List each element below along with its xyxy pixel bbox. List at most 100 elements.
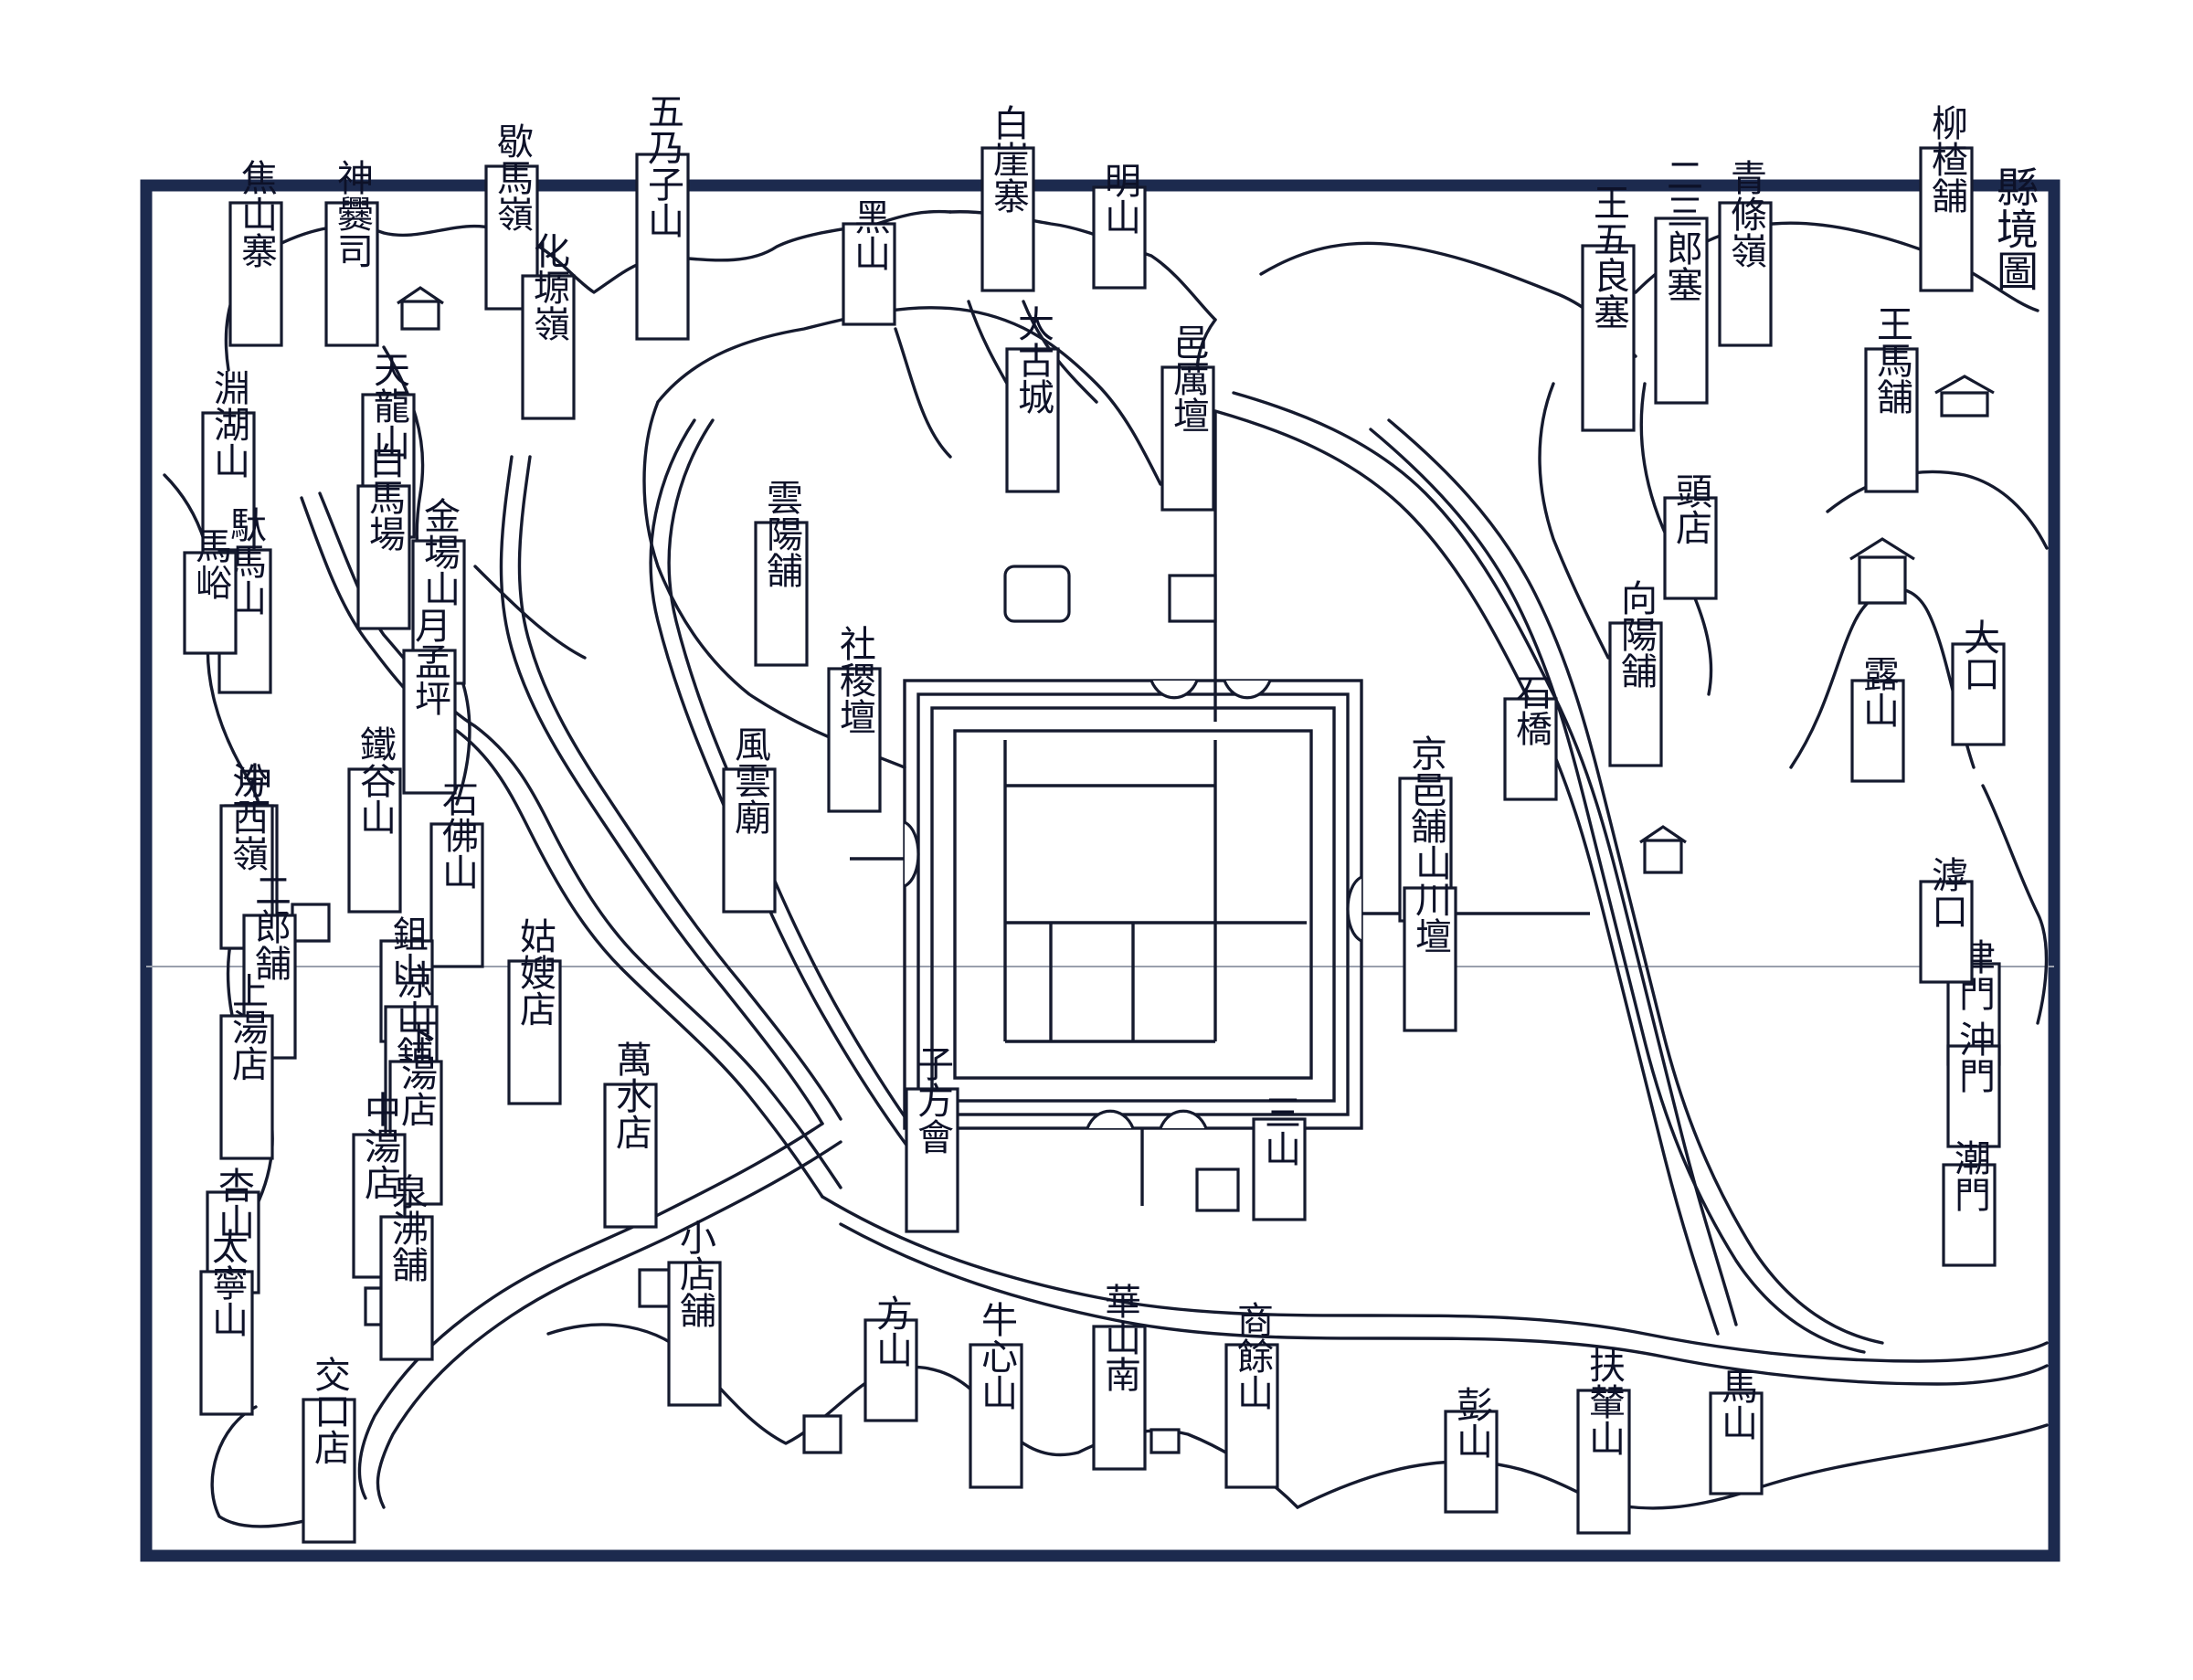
label-text: 化塬嶺 xyxy=(527,232,569,342)
label-box xyxy=(1951,642,2006,746)
label-box xyxy=(722,767,777,914)
label-box xyxy=(1709,1391,1764,1495)
label-text: 淵湖山 xyxy=(207,369,249,479)
label-text: 五乃子山 xyxy=(641,92,683,238)
label-text: 京邑舗 xyxy=(1404,734,1447,844)
label-wunaizi-shan: 五乃子山 xyxy=(635,92,690,341)
label-zhongtang-dian: 中湯店 xyxy=(352,1091,407,1279)
label-text: 鉏山 xyxy=(386,915,428,988)
label-box xyxy=(1942,1163,1997,1267)
label-box xyxy=(863,1318,918,1422)
label-shenmaogou: 神爨司 xyxy=(324,159,379,347)
label-box xyxy=(1850,679,1905,783)
label-taiyu-shan: 太寧山 xyxy=(199,1228,254,1416)
label-xiangyang-pu: 向陽舗 xyxy=(1608,579,1663,767)
label-fengfu-miao: 風雲廟 xyxy=(722,725,777,914)
label-box xyxy=(1092,1325,1147,1471)
label-fuqian-shan: 扶輦山 xyxy=(1576,1347,1631,1535)
label-text: 二三郎塞 xyxy=(1660,156,1702,302)
label-peng-shan: 彭山 xyxy=(1444,1386,1499,1514)
label-text: 邑厲壇 xyxy=(1167,323,1209,433)
label-ma-yu: 馬峪 xyxy=(183,527,238,655)
label-box xyxy=(1581,244,1636,432)
label-text: 焦山寨 xyxy=(235,159,277,269)
label-tiegou: 鐵谷山 xyxy=(347,725,402,914)
label-text: 露山 xyxy=(1857,655,1899,728)
label-yunmen-pu: 雲陽舗 xyxy=(754,479,809,667)
label-box xyxy=(1576,1389,1631,1535)
label-text: 扶輦山 xyxy=(1583,1347,1625,1456)
label-text: 萬水店 xyxy=(609,1041,652,1150)
label-box xyxy=(1608,621,1663,767)
label-box xyxy=(969,1343,1023,1489)
label-text: 歇馬嶺 xyxy=(491,122,533,232)
label-text: 神爨司 xyxy=(331,159,373,269)
label-box xyxy=(1160,365,1215,512)
label-gaoda-shan: 杏山 xyxy=(206,1167,260,1294)
label-san-shan: 三山 xyxy=(1252,1094,1307,1221)
label-shanchuan-tan: 山川壇 xyxy=(1403,844,1457,1032)
label-box xyxy=(521,274,576,420)
label-box xyxy=(754,521,809,667)
label-box xyxy=(635,153,690,341)
label-text: 柳楂舗 xyxy=(1925,104,1968,214)
county-seat-walls xyxy=(850,411,1590,1206)
label-text: 明山 xyxy=(1098,162,1140,235)
label-box xyxy=(356,484,411,630)
label-qingtiao-ling: 青條嶺 xyxy=(1718,159,1773,347)
label-box xyxy=(1946,1044,2001,1148)
label-text: 雲陽舗 xyxy=(760,479,803,588)
label-text: 二郎舗 xyxy=(249,872,291,981)
label-liujia-pu: 柳楂舗 xyxy=(1919,104,1974,292)
label-yinshui-pu: 泉沸舗 xyxy=(379,1173,434,1361)
label-box xyxy=(201,411,256,557)
label-text: 山川壇 xyxy=(1409,844,1451,954)
label-ming-shan: 明山 xyxy=(1092,162,1147,290)
label-text: 姑嫂店 xyxy=(514,917,556,1027)
label-zhuotou: 頭店 xyxy=(1663,472,1718,600)
label-text: 大口 xyxy=(1957,618,1999,692)
label-liukou-dian: 交口店 xyxy=(302,1356,356,1544)
label-niuxin-shan: 牛心山 xyxy=(969,1301,1023,1489)
label-text: 向陽舗 xyxy=(1615,579,1658,689)
label-text: 石橋 xyxy=(1510,673,1552,746)
label-box xyxy=(1503,697,1558,801)
rivers xyxy=(300,391,2049,1509)
label-hei-shan: 黑山 xyxy=(842,198,896,326)
label-text: 汾西嶺 xyxy=(226,762,268,872)
label-text: 交口店 xyxy=(308,1356,350,1465)
label-box xyxy=(1919,146,1974,292)
label-dakou: 大口 xyxy=(1951,618,2006,746)
label-text: 上湯店 xyxy=(226,972,268,1082)
label-text: 白馬場 xyxy=(363,442,405,552)
label-huashan-nan: 華山南 xyxy=(1092,1283,1147,1471)
label-baima-chang: 白馬場 xyxy=(356,442,411,630)
label-baiya-zhai: 白崖寨 xyxy=(980,104,1035,292)
map-title: 縣境圖 xyxy=(1990,165,2039,291)
label-box xyxy=(1252,1117,1307,1221)
label-box xyxy=(1092,185,1147,290)
label-text: 中湯店 xyxy=(358,1091,400,1200)
label-text: 馬峪 xyxy=(189,527,231,600)
label-text: 彭山 xyxy=(1450,1386,1492,1459)
mountain-ridges xyxy=(224,209,2049,1025)
label-text: 涼山舗 xyxy=(390,963,433,1072)
label-box xyxy=(302,1398,356,1544)
label-text: 天龍山 xyxy=(367,351,409,460)
label-ruoyu-dian: 姑嫂店 xyxy=(507,917,562,1105)
label-text: 商餘山 xyxy=(1231,1301,1273,1411)
label-box xyxy=(402,649,457,795)
label-shejitan: 社稷壇 xyxy=(827,625,882,813)
label-text: 金場山 xyxy=(418,497,460,607)
label-dagu-cheng: 大古城 xyxy=(1005,305,1060,493)
label-shifo-shan: 石佛山 xyxy=(429,780,484,968)
label-text: 社稷壇 xyxy=(833,625,875,734)
label-text: 月孟坪 xyxy=(408,607,450,716)
label-box xyxy=(667,1261,722,1407)
label-text: 石佛山 xyxy=(436,780,479,890)
label-zifang-hui: 子方會 xyxy=(905,1045,959,1233)
label-box xyxy=(429,822,484,968)
label-huayuan-ling: 化塬嶺 xyxy=(521,232,576,420)
label-box xyxy=(827,667,882,813)
